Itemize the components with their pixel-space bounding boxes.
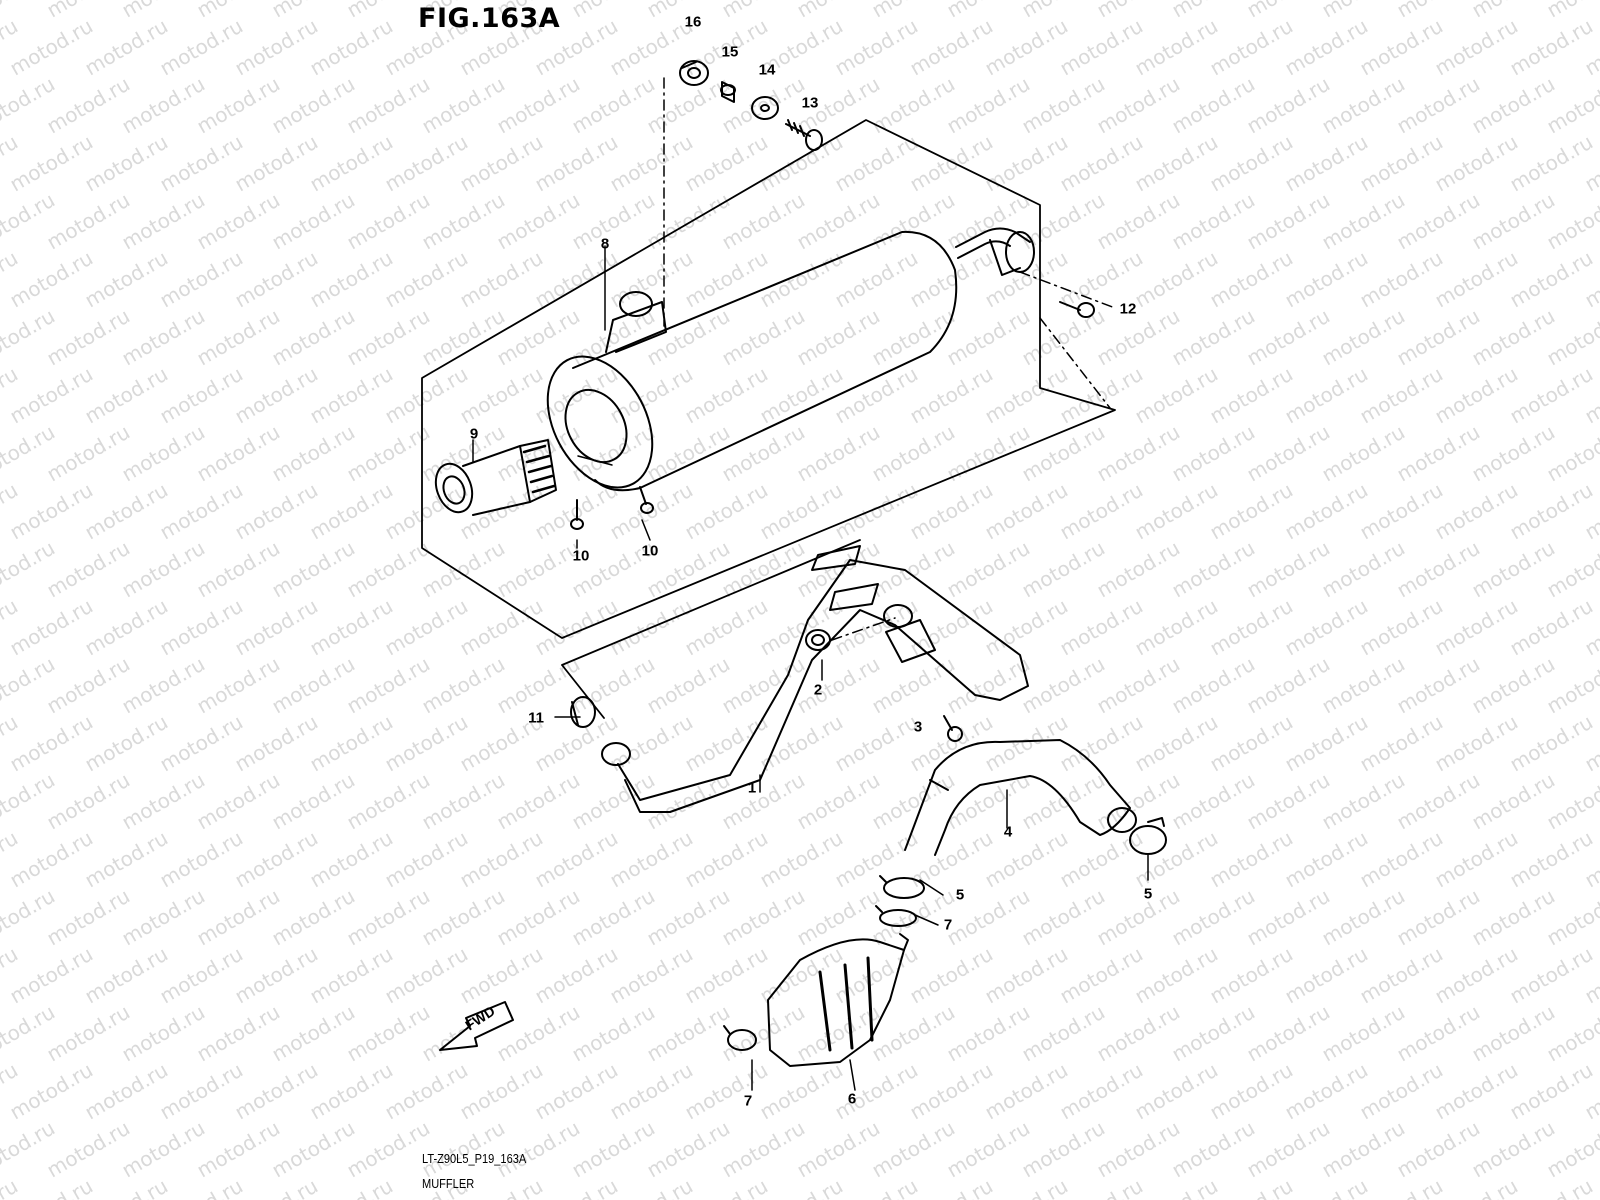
figure-title: FIG.163A [418, 3, 561, 34]
callout-4: 4 [1003, 823, 1013, 841]
diagram-caption: MUFFLER [422, 1176, 475, 1191]
clamp-right[interactable] [1129, 817, 1167, 855]
callout-9: 9 [469, 425, 479, 443]
spark-arrester[interactable] [429, 439, 557, 517]
exhaust-pipe[interactable] [601, 545, 1029, 813]
assembly-outline [421, 119, 1116, 639]
screw-right[interactable] [639, 486, 654, 514]
gasket-11[interactable] [570, 696, 596, 728]
callout-12: 12 [1119, 300, 1137, 318]
callout-2: 2 [813, 681, 823, 699]
callout-7-upper: 7 [943, 916, 953, 934]
callout-8: 8 [600, 235, 610, 253]
clamp-small-upper[interactable] [875, 905, 917, 927]
callout-13: 13 [801, 94, 819, 112]
drawing-code: LT-Z90L5_P19_163A [422, 1151, 527, 1166]
leader-lines [472, 77, 1149, 1091]
cushion[interactable] [679, 60, 709, 86]
callout-15: 15 [721, 43, 739, 61]
collar[interactable] [720, 81, 736, 103]
callout-11: 11 [528, 709, 544, 727]
callout-16: 16 [684, 13, 702, 31]
clamp-center[interactable] [879, 875, 925, 899]
heat-protector[interactable] [767, 933, 909, 1067]
callout-10-right: 10 [641, 542, 659, 560]
callout-6: 6 [847, 1090, 857, 1108]
callout-10-left: 10 [572, 547, 590, 565]
bolt-13[interactable] [785, 119, 823, 151]
callout-14: 14 [758, 61, 776, 79]
pipe-group-outline [561, 539, 861, 719]
bolt-12[interactable] [1059, 301, 1095, 318]
washer[interactable] [751, 96, 779, 120]
callout-5-right: 5 [1143, 885, 1153, 903]
connector-pipe[interactable] [904, 739, 1137, 856]
callout-1: 1 [747, 779, 757, 797]
callout-5-center: 5 [955, 886, 965, 904]
clamp-small-lower[interactable] [723, 1025, 757, 1051]
callout-7-lower: 7 [743, 1092, 753, 1110]
fwd-arrow-icon [439, 1001, 514, 1051]
callout-3: 3 [913, 718, 923, 736]
flange-bolt[interactable] [943, 715, 963, 742]
muffler-body[interactable] [527, 227, 1035, 506]
screw-left[interactable] [570, 499, 584, 530]
exhaust-gasket[interactable] [805, 629, 831, 651]
